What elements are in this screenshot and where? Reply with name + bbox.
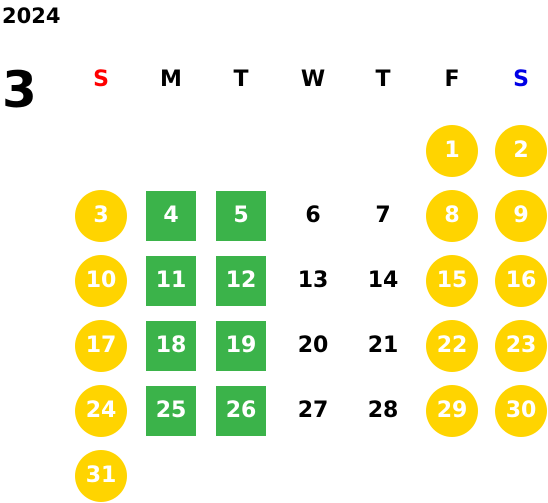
day-cell-23[interactable]: 23 — [495, 320, 547, 372]
day-cell-3[interactable]: 3 — [75, 190, 127, 242]
weekday-label: S — [93, 67, 109, 92]
day-cell-27[interactable]: 27 — [297, 398, 329, 423]
day-cell-15[interactable]: 15 — [426, 255, 478, 307]
day-cell-18[interactable]: 18 — [146, 321, 196, 371]
day-cell-2[interactable]: 2 — [495, 125, 547, 177]
day-cell-6[interactable]: 6 — [305, 203, 321, 228]
year-label: 2024 — [2, 4, 61, 28]
day-cell-20[interactable]: 20 — [297, 333, 329, 358]
day-cell-7[interactable]: 7 — [375, 203, 391, 228]
day-cell-16[interactable]: 16 — [495, 255, 547, 307]
weekday-label: F — [444, 67, 460, 92]
day-cell-26[interactable]: 26 — [216, 386, 266, 436]
weekday-label: T — [375, 67, 391, 92]
day-cell-4[interactable]: 4 — [146, 191, 196, 241]
day-cell-9[interactable]: 9 — [495, 190, 547, 242]
day-cell-24[interactable]: 24 — [75, 385, 127, 437]
day-cell-25[interactable]: 25 — [146, 386, 196, 436]
day-cell-13[interactable]: 13 — [297, 268, 329, 293]
day-cell-29[interactable]: 29 — [426, 385, 478, 437]
weekday-label: S — [513, 67, 529, 92]
weekday-label: W — [300, 67, 326, 92]
month-label: 3 — [2, 61, 37, 119]
day-cell-21[interactable]: 21 — [367, 333, 399, 358]
day-cell-1[interactable]: 1 — [426, 125, 478, 177]
day-cell-5[interactable]: 5 — [216, 191, 266, 241]
day-cell-22[interactable]: 22 — [426, 320, 478, 372]
weekday-label: M — [160, 67, 182, 92]
day-cell-17[interactable]: 17 — [75, 320, 127, 372]
day-cell-31[interactable]: 31 — [75, 450, 127, 502]
day-cell-11[interactable]: 11 — [146, 256, 196, 306]
day-cell-19[interactable]: 19 — [216, 321, 266, 371]
weekday-label: T — [233, 67, 249, 92]
day-cell-14[interactable]: 14 — [367, 268, 399, 293]
day-cell-12[interactable]: 12 — [216, 256, 266, 306]
day-cell-30[interactable]: 30 — [495, 385, 547, 437]
day-cell-10[interactable]: 10 — [75, 255, 127, 307]
day-cell-28[interactable]: 28 — [367, 398, 399, 423]
day-cell-8[interactable]: 8 — [426, 190, 478, 242]
